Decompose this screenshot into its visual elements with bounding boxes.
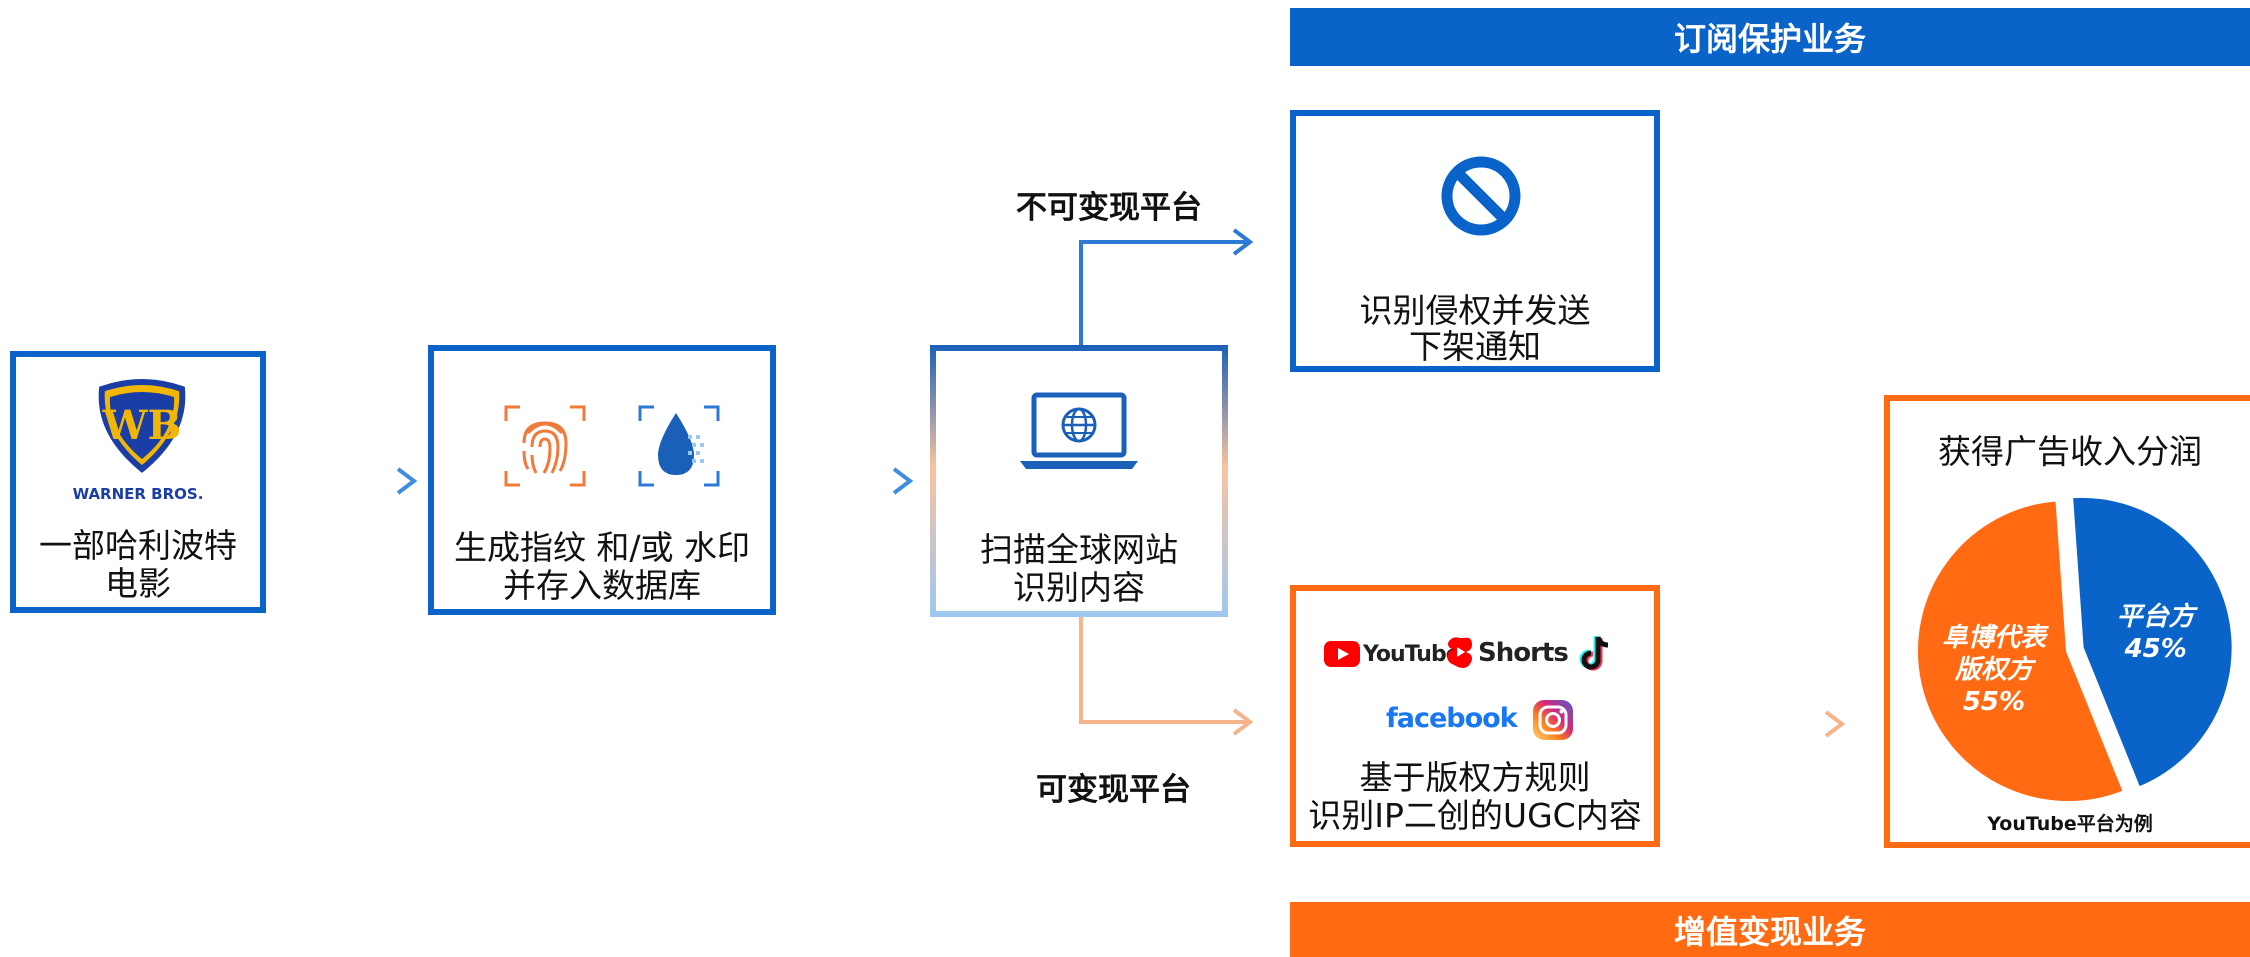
fingerprint-icon xyxy=(504,405,586,487)
ugc-identification-box: YouTube Shorts facebook 基于版权方规则 识别IP二创的U… xyxy=(1290,585,1660,847)
youtube-wordmark: YouTube xyxy=(1363,641,1461,667)
source-label-line2: 电影 xyxy=(105,564,171,603)
ugc-label-line2: 识别IP二创的UGC内容 xyxy=(1308,796,1642,835)
ugc-label-line1: 基于版权方规则 xyxy=(1359,758,1591,797)
shorts-wordmark: Shorts xyxy=(1478,638,1569,668)
pie-label-copyright-owner: 阜博代表 xyxy=(1942,623,2049,653)
arrow-source-to-step2 xyxy=(303,467,418,495)
takedown-label-line1: 识别侵权并发送 xyxy=(1359,291,1591,330)
pie-label-platform: 平台方 xyxy=(2117,602,2199,632)
facebook-logo: facebook xyxy=(1386,703,1518,734)
svg-text:WB: WB xyxy=(102,402,182,449)
instagram-icon xyxy=(1533,700,1573,740)
arrow-step2-to-step3 xyxy=(800,467,914,495)
pie-label-copyright-owner: 55% xyxy=(1963,687,2025,717)
monetizable-platform-label: 可变现平台 xyxy=(1036,772,1191,808)
revenue-title: 获得广告收入分润 xyxy=(1938,432,2202,471)
pie-slice-platform xyxy=(2068,493,2236,792)
arrow-to-takedown xyxy=(1079,228,1254,345)
facebook-icon: facebook xyxy=(1386,703,1518,734)
youtube-icon xyxy=(1324,641,1360,667)
prohibited-icon xyxy=(1441,156,1521,236)
step3-label-line1: 扫描全球网站 xyxy=(980,530,1178,569)
shorts-icon xyxy=(1447,637,1472,668)
takedown-label-line2: 下架通知 xyxy=(1409,327,1541,366)
source-movie-box: WB WARNER BROS. 一部哈利波特 电影 xyxy=(10,351,266,613)
subscription-protection-banner: 订阅保护业务 xyxy=(1290,8,2250,66)
step2-label-line1: 生成指纹 和/或 水印 xyxy=(453,528,751,567)
pie-slice-copyright-owner xyxy=(1914,497,2128,805)
subscription-protection-title: 订阅保护业务 xyxy=(1673,20,1866,58)
step2-label-line2: 并存入数据库 xyxy=(503,566,701,605)
takedown-notice-box: 识别侵权并发送 下架通知 xyxy=(1290,110,1660,372)
step3-label-line2: 识别内容 xyxy=(1013,568,1145,607)
tiktok-icon xyxy=(1579,636,1609,671)
shorts-logo: Shorts xyxy=(1446,635,1569,671)
pie-label-platform: 45% xyxy=(2124,634,2187,664)
fingerprint-watermark-box: 生成指纹 和/或 水印 并存入数据库 xyxy=(428,345,776,615)
pie-label-copyright-owner: 版权方 xyxy=(1954,655,2037,685)
value-monetization-title: 增值变现业务 xyxy=(1673,912,1866,951)
laptop-globe-icon xyxy=(1020,392,1138,469)
watermark-drop-icon xyxy=(638,405,720,487)
non-monetizable-platform-label: 不可变现平台 xyxy=(1016,190,1202,226)
youtube-logo: YouTube xyxy=(1324,639,1461,669)
arrow-to-ugc xyxy=(1079,616,1254,736)
scan-web-box: 扫描全球网站 识别内容 xyxy=(930,345,1228,617)
value-monetization-banner: 增值变现业务 xyxy=(1290,902,2250,957)
warner-bros-shield-icon: WB xyxy=(98,379,186,473)
warner-bros-logo-text: WARNER BROS. xyxy=(72,485,204,503)
arrow-ugc-to-revenue xyxy=(1696,710,1846,738)
revenue-footnote: YouTube平台为例 xyxy=(1987,813,2153,835)
source-label-line1: 一部哈利波特 xyxy=(39,526,237,565)
